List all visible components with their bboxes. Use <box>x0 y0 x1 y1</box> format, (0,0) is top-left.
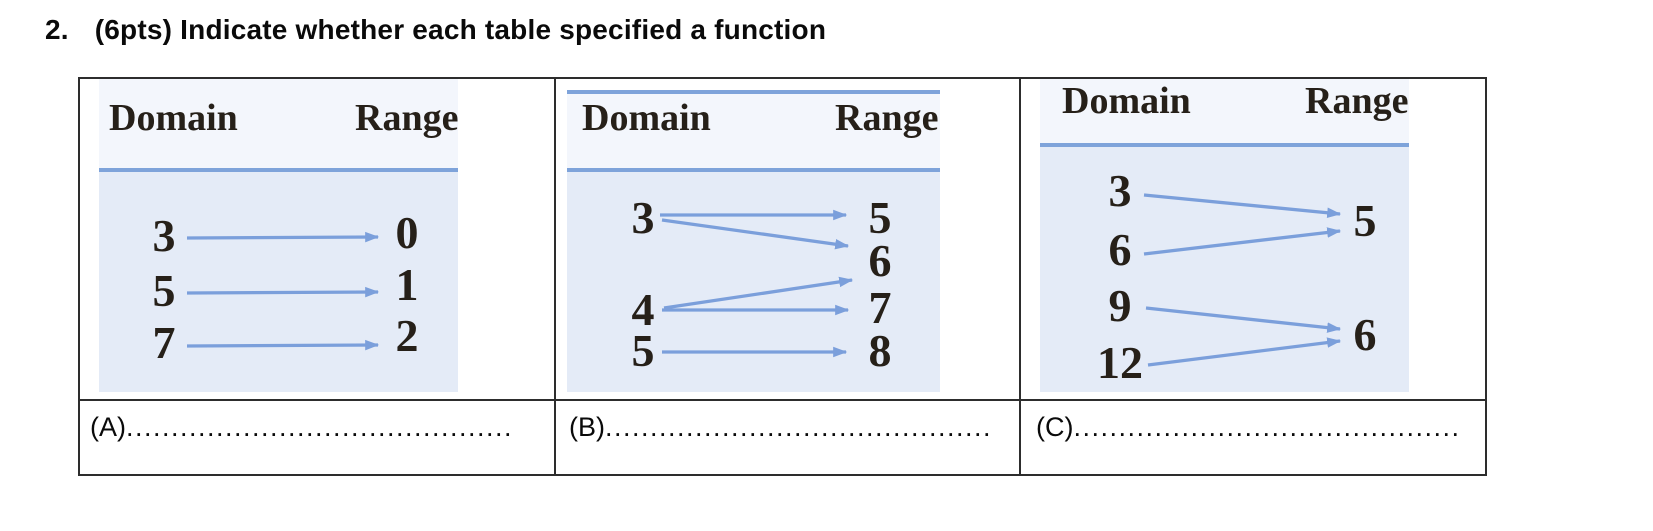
answer-cell-b[interactable]: (B).....................................… <box>554 401 1019 472</box>
question-text: (6pts) Indicate whether each table speci… <box>94 14 827 45</box>
answer-row: (A).....................................… <box>80 399 1485 472</box>
answer-label-a: (A) <box>90 412 126 442</box>
answer-cell-a[interactable]: (A).....................................… <box>80 401 554 472</box>
answer-dots-c: ........................................… <box>1073 412 1461 442</box>
column-divider-2 <box>1019 79 1021 474</box>
panel-a-header-area <box>99 79 458 168</box>
column-divider-1 <box>554 79 556 474</box>
question-number: 2. <box>45 14 69 45</box>
panel-c-range-header: Range <box>1305 80 1409 122</box>
panel-a-domain-header: Domain <box>109 97 238 139</box>
panel-c-body-area <box>1040 147 1409 392</box>
panel-c-header-area <box>1040 79 1409 143</box>
answer-dots-a: ........................................… <box>126 412 514 442</box>
panel-a-header-rule <box>99 168 458 172</box>
panel-b-body-area <box>567 172 940 392</box>
panel-a-range-header: Range <box>355 97 459 139</box>
panel-c-domain-header: Domain <box>1062 80 1191 122</box>
panel-b-top-rule <box>567 90 940 94</box>
panel-c-header-rule <box>1040 143 1409 147</box>
panel-b-range-header: Range <box>835 97 939 139</box>
answer-label-c: (C) <box>1036 412 1074 442</box>
panel-b-header-rule <box>567 168 940 172</box>
answer-table: Domain Range Domain Range Domain Range 3… <box>78 77 1487 476</box>
answer-dots-b: ........................................… <box>605 412 993 442</box>
answer-cell-c[interactable]: (C).....................................… <box>1019 401 1485 472</box>
question-title: 2. (6pts) Indicate whether each table sp… <box>45 14 826 46</box>
panel-b-header-area <box>567 94 940 168</box>
panel-a-body-area <box>99 172 458 392</box>
answer-label-b: (B) <box>569 412 605 442</box>
panel-b-domain-header: Domain <box>582 97 711 139</box>
